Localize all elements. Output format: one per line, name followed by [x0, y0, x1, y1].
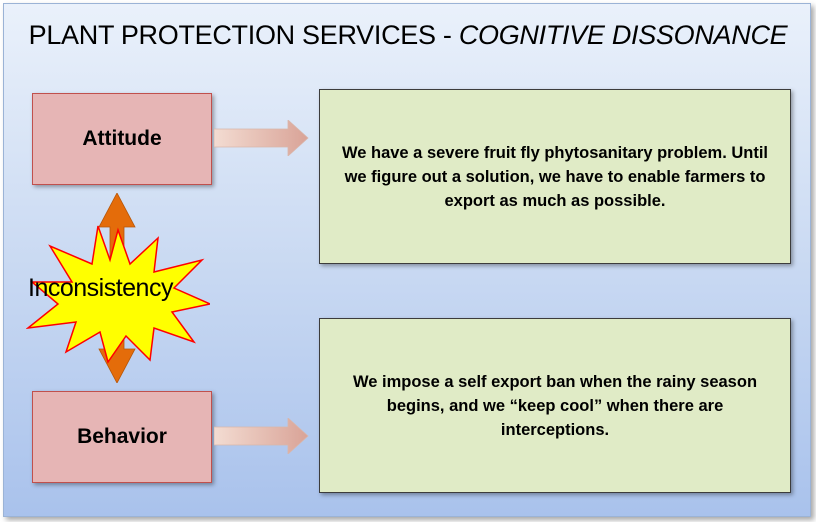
attitude-box: Attitude — [32, 93, 212, 185]
right-arrow-icon — [214, 120, 309, 156]
title-main: PLANT PROTECTION SERVICES - — [28, 20, 459, 50]
attitude-label: Attitude — [82, 127, 162, 150]
attitude-statement-text: We have a severe fruit fly phytosanitary… — [341, 143, 769, 210]
behavior-label: Behavior — [77, 425, 167, 448]
explosion-star-icon — [26, 225, 210, 364]
right-arrow-icon — [214, 418, 309, 454]
attitude-statement-box: We have a severe fruit fly phytosanitary… — [319, 89, 791, 264]
behavior-statement-box: We impose a self export ban when the rai… — [319, 318, 791, 493]
behavior-box: Behavior — [32, 391, 212, 483]
inconsistency-label: Inconsistency — [28, 274, 173, 302]
behavior-statement-text: We impose a self export ban when the rai… — [352, 372, 758, 439]
title-emphasis: COGNITIVE DISSONANCE — [458, 20, 788, 50]
page-title: PLANT PROTECTION SERVICES - COGNITIVE DI… — [0, 20, 816, 51]
